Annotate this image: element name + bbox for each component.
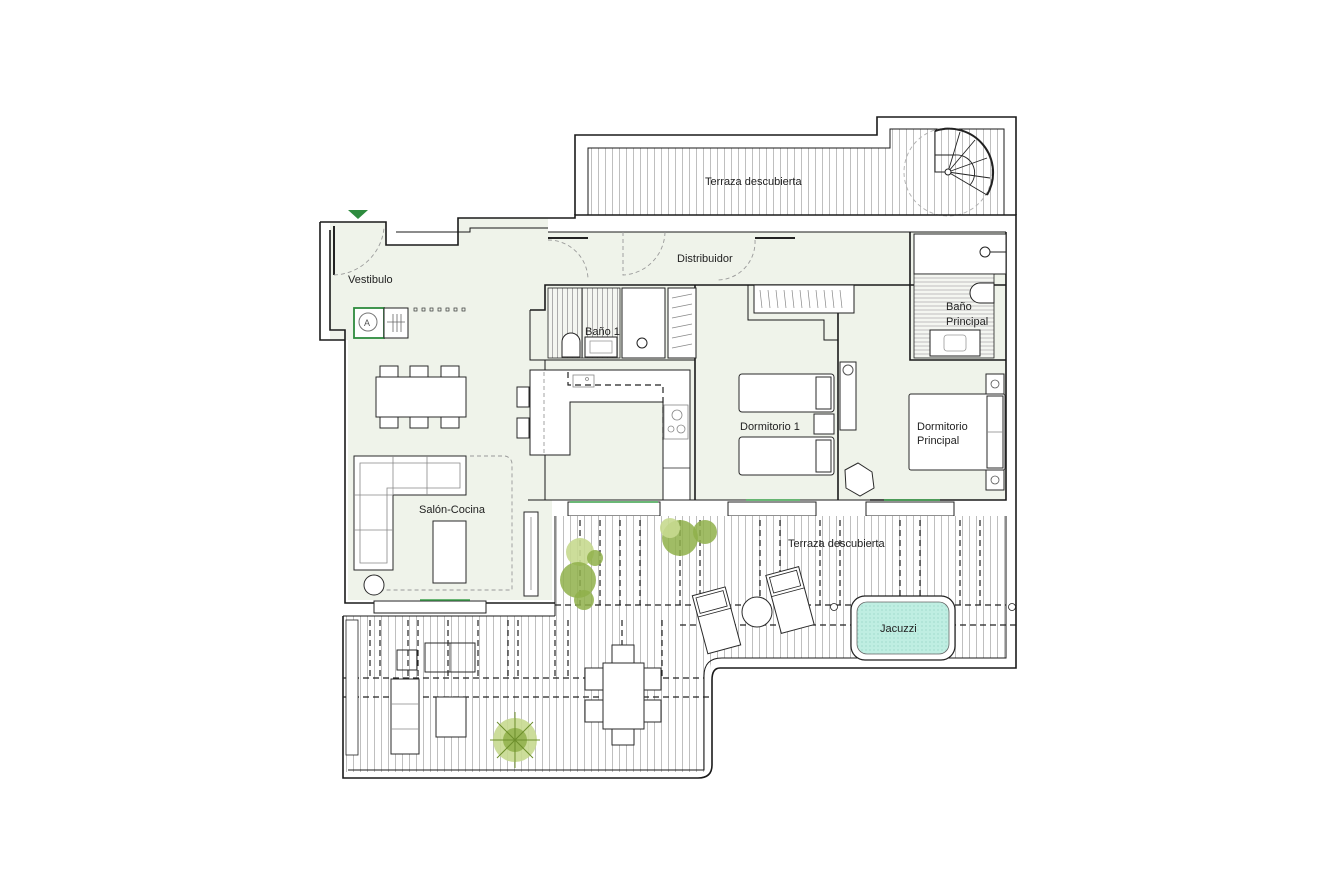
dormitorio-1: Dormitorio 1 bbox=[738, 373, 835, 476]
living-room: Salón-Cocina bbox=[353, 455, 539, 597]
bano-principal: Baño Principal bbox=[913, 233, 1007, 359]
dormitorio-principal-label-1: Dormitorio bbox=[917, 421, 968, 433]
entrance-door[interactable] bbox=[333, 226, 385, 276]
boiler-closet: A bbox=[353, 307, 409, 339]
south-terrace: Terraza descubierta bbox=[342, 505, 1017, 779]
salon-cocina-label: Salón-Cocina bbox=[419, 504, 486, 516]
dotted-divider bbox=[413, 307, 466, 312]
wardrobe bbox=[753, 284, 855, 314]
plant-icon bbox=[560, 538, 603, 610]
sun-loungers bbox=[691, 566, 1016, 655]
north-terrace-label: Terraza descubierta bbox=[705, 176, 802, 188]
outdoor-furniture bbox=[345, 619, 662, 756]
boiler-letter: A bbox=[364, 318, 370, 328]
spiral-staircase-icon[interactable] bbox=[903, 127, 995, 217]
dormitorio-1-label: Dormitorio 1 bbox=[740, 421, 800, 433]
plant-icon-2 bbox=[660, 518, 717, 556]
entrance-arrow-icon bbox=[348, 210, 368, 219]
north-terrace: Terraza descubierta bbox=[574, 116, 1017, 216]
south-terrace-label: Terraza descubierta bbox=[788, 538, 885, 550]
vestibulo-label: Vestibulo bbox=[348, 274, 393, 286]
jacuzzi: Jacuzzi bbox=[850, 595, 956, 661]
bano-principal-label-1: Baño bbox=[946, 301, 972, 313]
kitchen bbox=[516, 369, 691, 501]
plant-icon-3 bbox=[490, 712, 540, 768]
distribuidor-doors[interactable] bbox=[547, 231, 795, 281]
distribuidor-label: Distribuidor bbox=[677, 253, 733, 265]
dormitorio-principal: Dormitorio Principal bbox=[839, 361, 1006, 497]
dining-table bbox=[375, 365, 467, 429]
bano-1: Baño 1 bbox=[547, 287, 621, 359]
bano-principal-label-2: Principal bbox=[946, 316, 988, 328]
bano-1-label: Baño 1 bbox=[585, 326, 620, 338]
jacuzzi-label: Jacuzzi bbox=[880, 623, 917, 635]
south-windows[interactable] bbox=[373, 499, 955, 614]
dormitorio-principal-label-2: Principal bbox=[917, 435, 959, 447]
laundry-closet bbox=[621, 287, 697, 359]
